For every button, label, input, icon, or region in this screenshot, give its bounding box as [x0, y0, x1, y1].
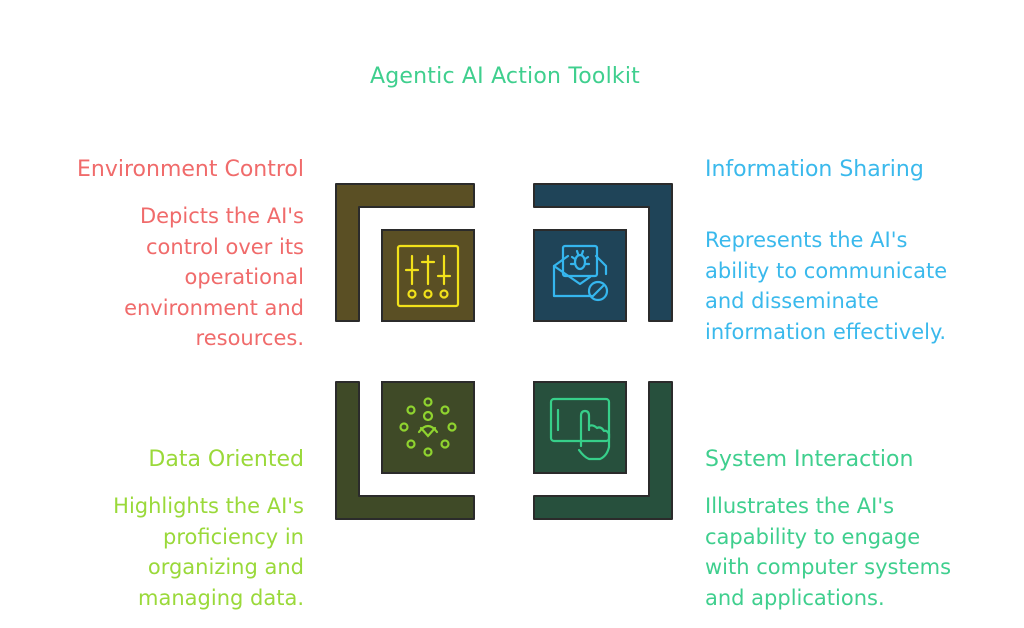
data-oriented-description: Highlights the AI's proficiency in organ… — [113, 494, 304, 610]
system-interaction-description: Illustrates the AI's capability to engag… — [705, 494, 952, 610]
data-oriented-heading: Data Oriented — [148, 447, 304, 472]
information-sharing-description: Represents the AI's ability to communica… — [705, 228, 948, 344]
page-title: Agentic AI Action Toolkit — [370, 64, 640, 89]
mail-shield-icon — [552, 244, 609, 302]
data-oriented-bracket — [335, 381, 475, 520]
environment-control-heading: Environment Control — [77, 157, 304, 182]
environment-control-description: Depicts the AI's control over its operat… — [124, 204, 304, 350]
tablet-touch-icon — [549, 397, 611, 461]
data-oriented-tile — [381, 381, 475, 474]
environment-control-bracket — [335, 183, 475, 322]
system-interaction-heading: System Interaction — [705, 447, 914, 472]
system-interaction-bracket — [533, 381, 673, 520]
information-sharing-heading: Information Sharing — [705, 157, 924, 182]
information-sharing-bracket — [533, 183, 673, 322]
network-person-icon — [399, 397, 457, 457]
sliders-icon — [396, 244, 460, 308]
